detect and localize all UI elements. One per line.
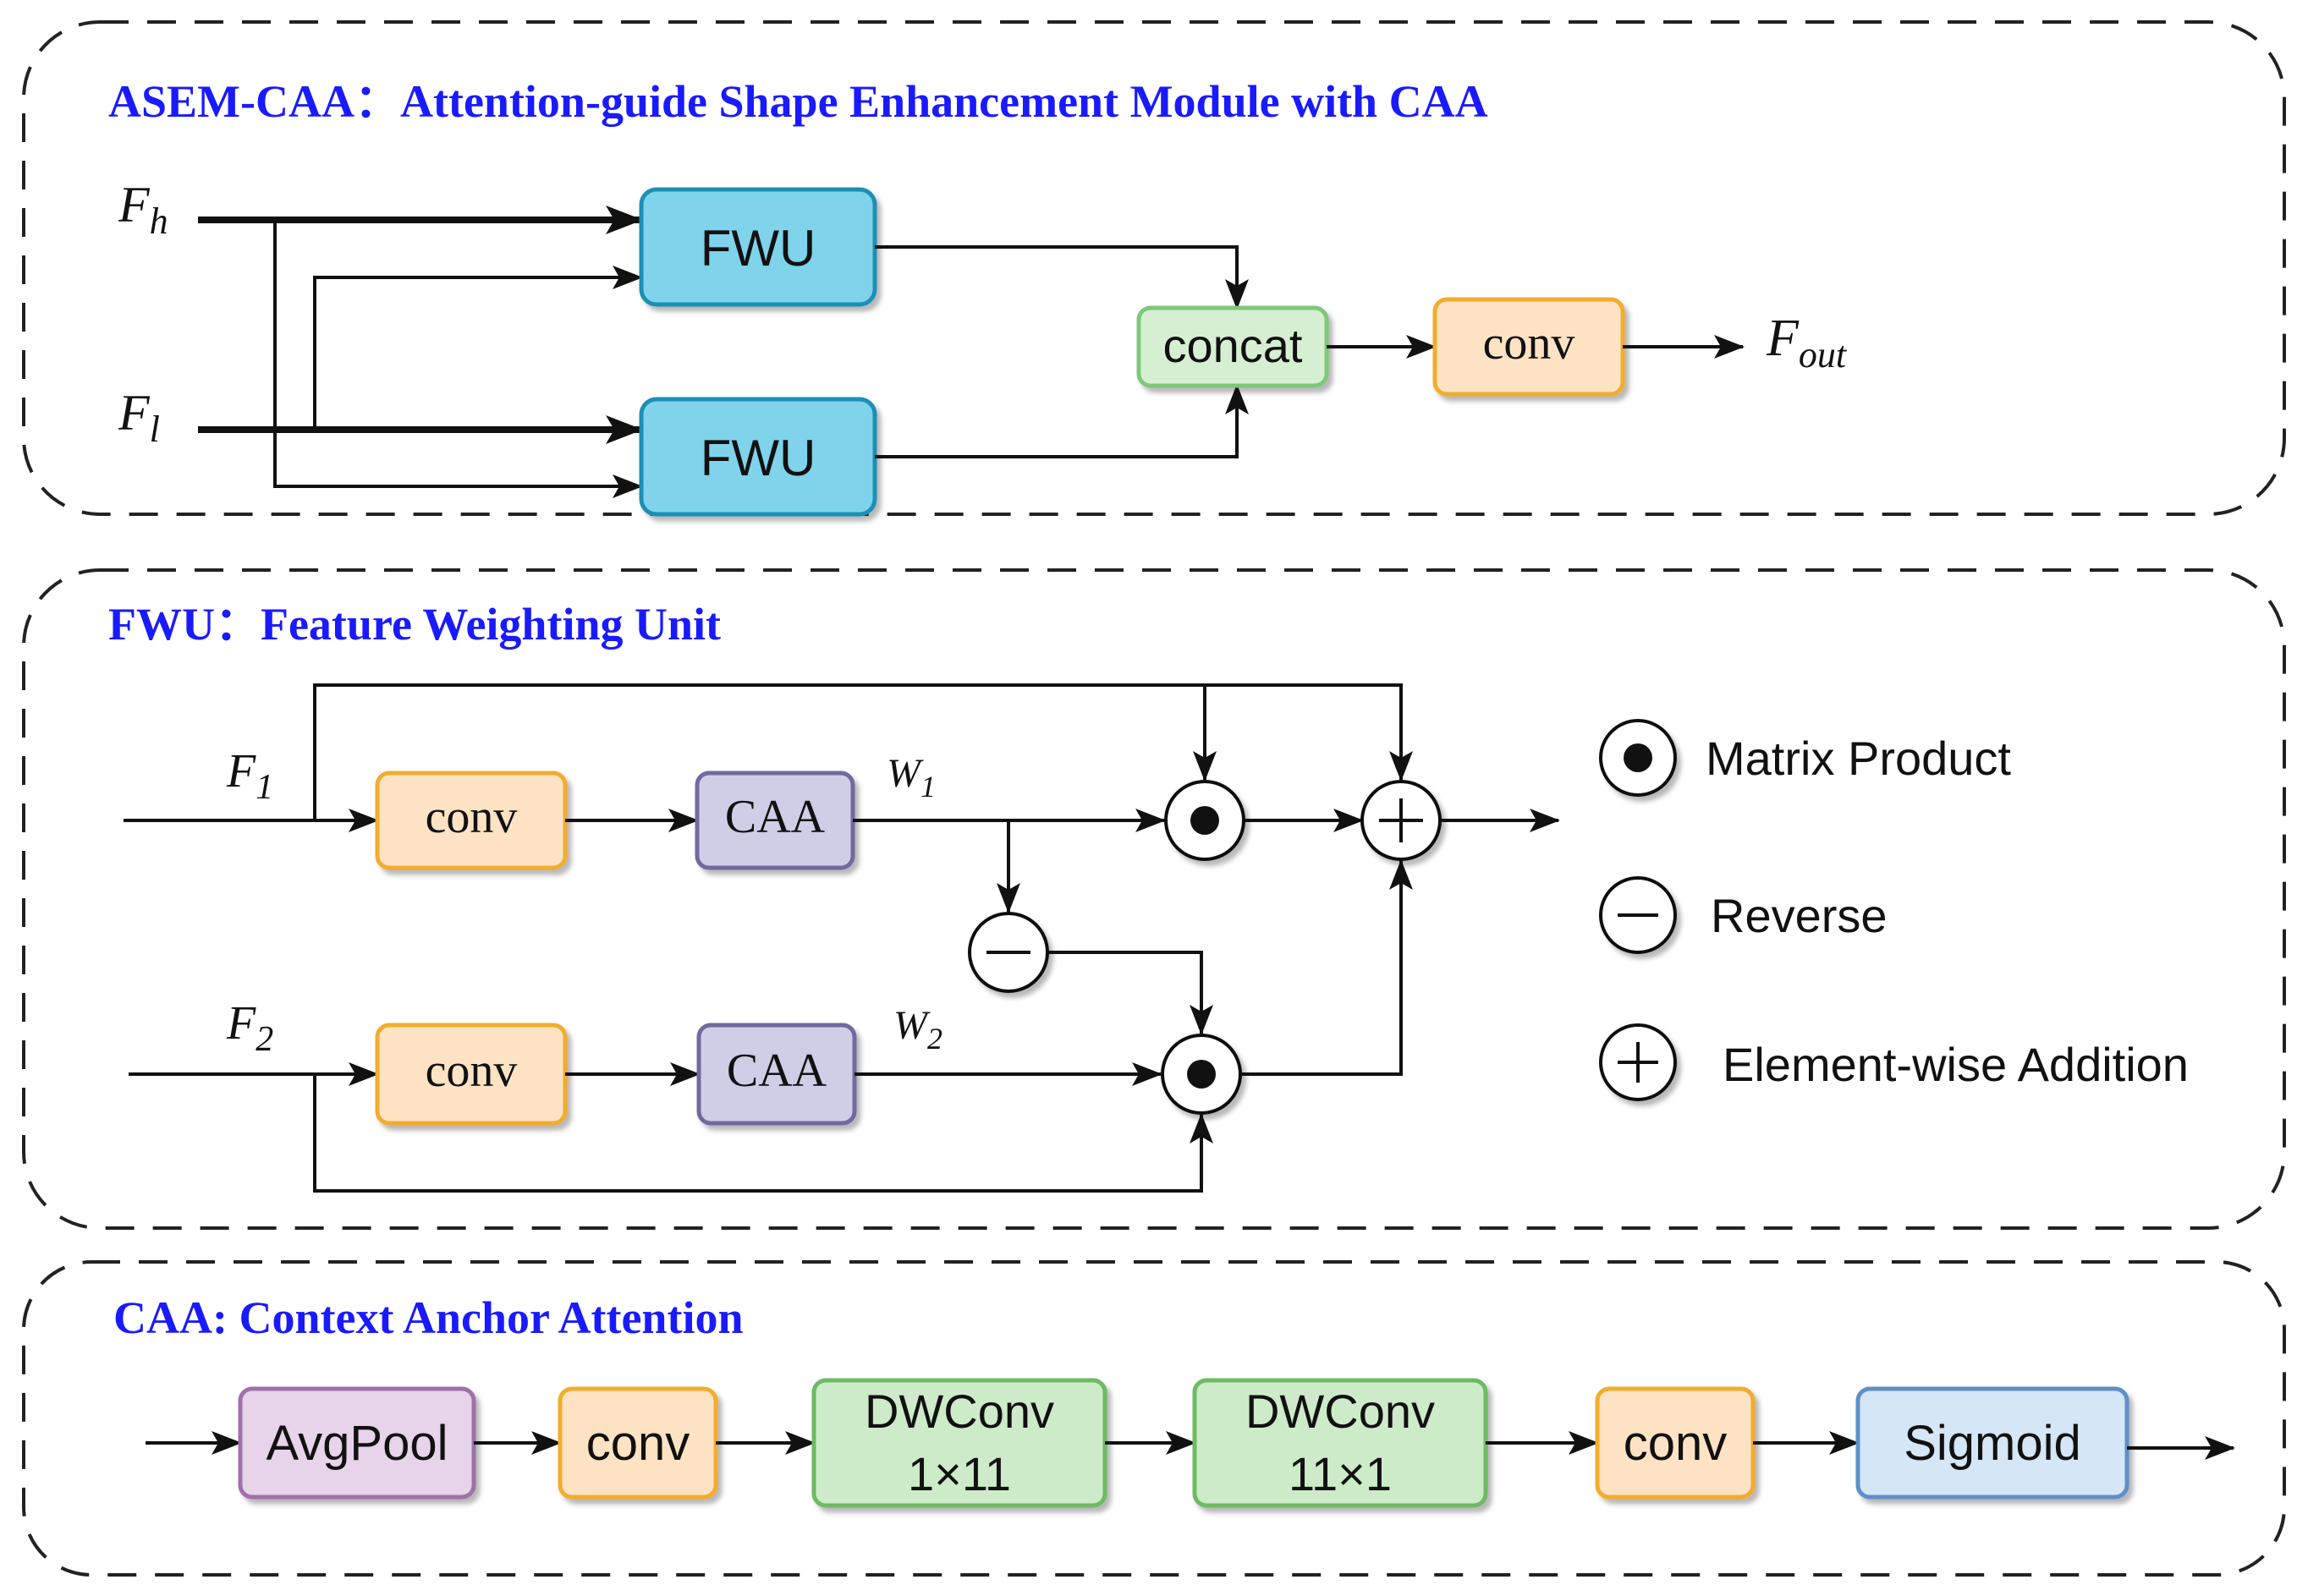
input-fl-label: Fl <box>118 385 160 450</box>
dwconv-11x1-label-line1: DWConv <box>1245 1385 1435 1438</box>
f1-skip-to-add-arrow <box>313 683 1413 820</box>
legend-reverse-label: Reverse <box>1711 889 1888 942</box>
output-fout-label: Fout <box>1766 310 1848 376</box>
f2-skip-to-product-bottom-arrow <box>313 1074 1213 1193</box>
caa-frame <box>22 1260 2286 1577</box>
dwconv-1x11-label-line1: DWConv <box>865 1385 1054 1438</box>
asem-conv-label: conv <box>1483 317 1575 370</box>
fwu-caa-2-label: CAA <box>727 1045 827 1097</box>
legend-addition-label: Element-wise Addition <box>1723 1038 2189 1091</box>
fwu-conv-2-label: conv <box>426 1045 518 1097</box>
fwu-bottom-label: FWU <box>701 430 816 486</box>
dwconv-11x1-label-line2: 11×1 <box>1289 1447 1392 1500</box>
legend-matrix-product-label: Matrix Product <box>1706 732 2011 785</box>
fh-cross-arrow <box>273 220 643 498</box>
input-fh-label: Fh <box>118 177 168 242</box>
fwu-conv-1-label: conv <box>426 791 518 843</box>
fwu-title: FWU：Feature Weighting Unit <box>108 599 721 650</box>
caa-title: CAA: Context Anchor Attention <box>113 1292 743 1343</box>
legend-matrix-product-dot <box>1624 743 1652 772</box>
fwu-bottom-to-concat-arrow <box>875 384 1249 458</box>
fwu-legend: Matrix Product Reverse Element-wise Addi… <box>1599 719 2189 1101</box>
fwu-panel: FWU：Feature Weighting Unit F1 F2 conv CA… <box>22 568 2286 1230</box>
matrix-product-bottom-dot <box>1187 1060 1216 1089</box>
caa-conv-2-label: conv <box>1624 1416 1728 1471</box>
fwu-top-label: FWU <box>701 220 816 277</box>
fwu-frame <box>22 568 2286 1230</box>
matrix-product-top-dot <box>1190 806 1219 835</box>
fwu-caa-1-label: CAA <box>725 791 826 843</box>
sigmoid-label: Sigmoid <box>1904 1416 2081 1471</box>
input-f1-label: F1 <box>226 745 273 807</box>
fl-cross-arrow <box>313 266 643 430</box>
weight-w2-label: W2 <box>893 1003 942 1056</box>
weight-w1-label: W1 <box>887 751 936 803</box>
asem-title: ASEM-CAA：Attention-guide Shape Enhanceme… <box>108 76 1488 127</box>
caa-conv-1-label: conv <box>586 1416 690 1471</box>
concat-label: concat <box>1163 319 1303 372</box>
reverse-to-product-bottom-arrow <box>1047 951 1213 1035</box>
sigmoid-block <box>1855 1386 2129 1500</box>
dwconv-1x11-label-line2: 1×11 <box>908 1447 1011 1500</box>
caa-panel: CAA: Context Anchor Attention AvgPool co… <box>22 1260 2286 1577</box>
fwu-top-to-concat-arrow <box>875 245 1249 310</box>
input-f2-label: F2 <box>226 997 273 1059</box>
product-bottom-to-add-arrow <box>1240 859 1413 1076</box>
asem-panel: ASEM-CAA：Attention-guide Shape Enhanceme… <box>22 20 2286 517</box>
avgpool-label: AvgPool <box>267 1416 448 1471</box>
asem-frame <box>22 20 2286 516</box>
